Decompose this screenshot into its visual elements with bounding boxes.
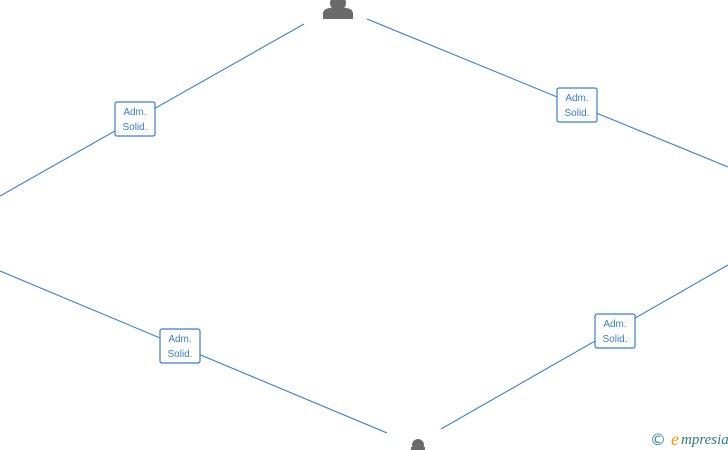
edge-label-bottom-left[interactable]: Adm. Solid. — [159, 328, 201, 364]
edge-label-line2: Solid. — [564, 108, 589, 119]
edge-label-line1: Adm. — [565, 93, 588, 104]
brand-initial: e — [671, 429, 679, 449]
edge-label-top-right[interactable]: Adm. Solid. — [556, 87, 598, 123]
edge-label-bottom-right[interactable]: Adm. Solid. — [594, 313, 636, 349]
edge-label-line1: Adm. — [123, 107, 146, 118]
edge-label-line1: Adm. — [603, 319, 626, 330]
edge-label-line2: Solid. — [122, 122, 147, 133]
edge-label-line1: Adm. — [168, 334, 191, 345]
brand-name: mpresia — [681, 432, 728, 448]
edge-label-line2: Solid. — [602, 334, 627, 345]
edge-line-bottom-right — [440, 264, 728, 430]
person-icon[interactable] — [323, 0, 353, 19]
empresia-watermark: © e mpresia — [650, 429, 728, 449]
edge-label-line2: Solid. — [167, 349, 192, 360]
edge-label-top-left[interactable]: Adm. Solid. — [114, 101, 156, 137]
person-icon[interactable] — [411, 439, 425, 450]
edge-line-top-right — [366, 18, 728, 168]
copyright-symbol: © — [650, 430, 666, 449]
